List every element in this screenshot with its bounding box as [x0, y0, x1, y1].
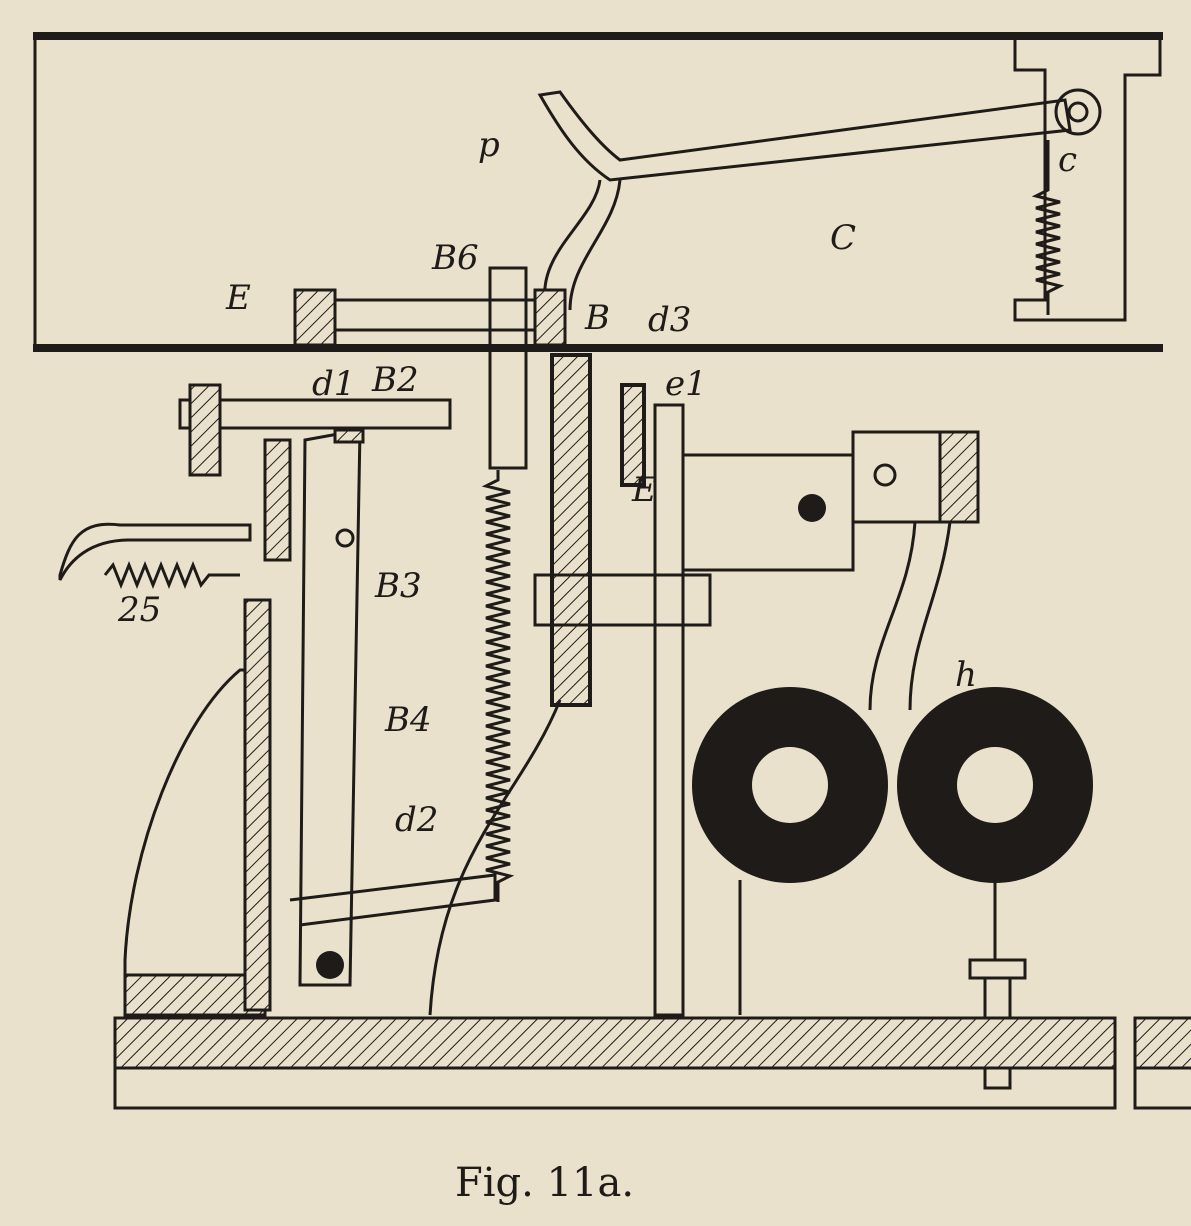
label-C: C: [830, 218, 857, 258]
shaft-b6: [293, 266, 567, 470]
base-plate: [113, 1016, 1191, 1110]
label-B3: B3: [375, 566, 422, 606]
spring-d2: [481, 470, 515, 902]
spring-c: [1031, 140, 1065, 315]
label-E2: E: [632, 470, 657, 510]
label-B4: B4: [385, 700, 432, 740]
label-d2: d2: [395, 800, 439, 840]
label-B6: B6: [432, 238, 479, 278]
bracket-plate: [681, 430, 980, 711]
label-E: E: [226, 278, 251, 318]
shaft-d1: [58, 383, 452, 581]
label-h: h: [955, 655, 977, 695]
label-d3: d3: [648, 300, 692, 340]
label-25: 25: [118, 590, 162, 630]
lever-b3: [298, 428, 365, 987]
label-e1: e1: [665, 364, 707, 404]
label-p: p: [478, 125, 500, 165]
label-c: c: [1058, 140, 1078, 180]
housing-c: [33, 32, 1163, 352]
rollers-h: [692, 687, 1093, 1090]
spring-25: [103, 560, 240, 590]
label-B2: B2: [372, 360, 419, 400]
label-B: B: [585, 298, 610, 338]
lever-p: [537, 88, 1102, 311]
figure-caption: Fig. 11a.: [455, 1160, 635, 1206]
gear-stack: [533, 353, 712, 1017]
frame-body: [123, 598, 562, 1017]
label-d1: d1: [312, 364, 356, 404]
